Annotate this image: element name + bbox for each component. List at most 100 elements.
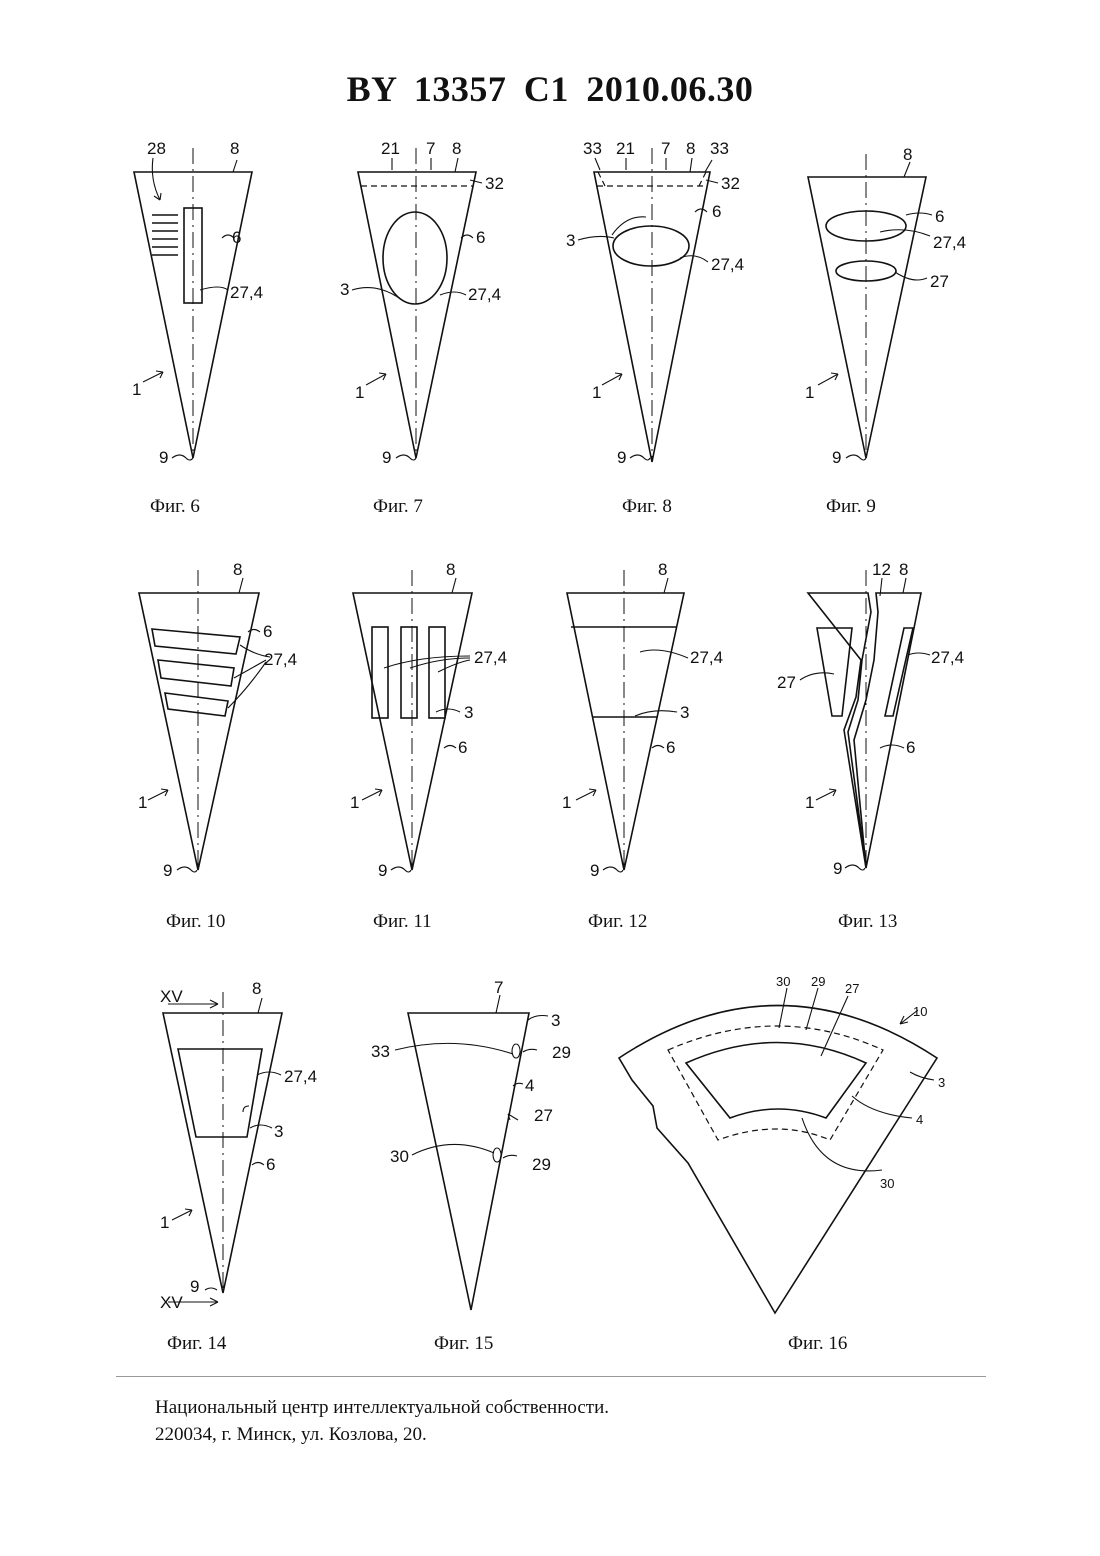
caption-fig-10: Фиг. 10 [166, 911, 225, 933]
fig7-label: 7 [426, 139, 435, 158]
footer-line-1: Национальный центр интеллектуальной собс… [155, 1394, 609, 1421]
caption-fig-11: Фиг. 11 [373, 911, 432, 933]
caption-fig-15: Фиг. 15 [434, 1333, 493, 1355]
fig6-label: 9 [159, 448, 168, 467]
fig7-label: 6 [476, 228, 485, 247]
fig9-label: 8 [903, 145, 912, 164]
caption-fig-12: Фиг. 12 [588, 911, 647, 933]
fig14-label: XV [160, 987, 183, 1006]
fig9-label: 6 [935, 207, 944, 226]
fig14-label: 8 [252, 979, 261, 998]
fig16-label: 30 [880, 1176, 894, 1191]
fig9-label: 27,4 [933, 233, 966, 252]
caption-fig-7: Фиг. 7 [373, 496, 423, 518]
fig15-label: 33 [371, 1042, 390, 1061]
fig8-label: 7 [661, 139, 670, 158]
fig12-label: 3 [680, 703, 689, 722]
fig8-label: 8 [686, 139, 695, 158]
fig11-label: 6 [458, 738, 467, 757]
footer: Национальный центр интеллектуальной собс… [155, 1394, 609, 1448]
fig10-label: 1 [138, 793, 147, 812]
fig12-label: 1 [562, 793, 571, 812]
fig7-label: 27,4 [468, 285, 501, 304]
fig15-label: 29 [552, 1043, 571, 1062]
fig14-label: 6 [266, 1155, 275, 1174]
fig8-label: 3 [566, 231, 575, 250]
fig14-label: 3 [274, 1122, 283, 1141]
fig16-label: 3 [938, 1075, 945, 1090]
fig11-label: 8 [446, 560, 455, 579]
figure-8: 33 21 7 8 33 32 6 3 27,4 1 9 [566, 139, 744, 467]
figure-13: 12 8 27 27,4 6 1 9 [777, 560, 964, 878]
caption-fig-9: Фиг. 9 [826, 496, 876, 518]
fig13-label: 12 [872, 560, 891, 579]
footer-divider [116, 1376, 986, 1377]
figure-6: 28 8 6 27,4 1 9 [132, 139, 263, 467]
fig6-label: 27,4 [230, 283, 263, 302]
fig6-label: 8 [230, 139, 239, 158]
caption-fig-13: Фиг. 13 [838, 911, 897, 933]
fig9-label: 1 [805, 383, 814, 402]
fig11-label: 3 [464, 703, 473, 722]
footer-line-2: 220034, г. Минск, ул. Козлова, 20. [155, 1421, 609, 1448]
fig13-label: 8 [899, 560, 908, 579]
figure-11: 8 27,4 3 6 1 9 [350, 560, 507, 880]
fig7-label: 3 [340, 280, 349, 299]
fig7-label: 32 [485, 174, 504, 193]
fig8-label: 6 [712, 202, 721, 221]
fig13-label: 1 [805, 793, 814, 812]
fig16-label: 29 [811, 974, 825, 989]
fig12-label: 27,4 [690, 648, 723, 667]
fig7-label: 21 [381, 139, 400, 158]
fig16-label: 10 [913, 1004, 927, 1019]
fig14-label: 27,4 [284, 1067, 317, 1086]
fig13-label: 6 [906, 738, 915, 757]
fig16-label: 27 [845, 981, 859, 996]
figure-15: 7 3 33 29 4 27 30 29 [371, 978, 571, 1310]
fig13-label: 27,4 [931, 648, 964, 667]
fig12-label: 6 [666, 738, 675, 757]
fig8-label: 1 [592, 383, 601, 402]
fig6-label: 28 [147, 139, 166, 158]
fig8-label: 9 [617, 448, 626, 467]
fig16-label: 4 [916, 1112, 923, 1127]
fig11-label: 9 [378, 861, 387, 880]
fig15-label: 7 [494, 978, 503, 997]
caption-fig-14: Фиг. 14 [167, 1333, 226, 1355]
fig12-label: 8 [658, 560, 667, 579]
fig8-label: 27,4 [711, 255, 744, 274]
fig15-label: 4 [525, 1076, 534, 1095]
fig10-label: 9 [163, 861, 172, 880]
figure-7: 21 7 8 32 6 3 27,4 1 9 [340, 139, 504, 467]
fig15-label: 29 [532, 1155, 551, 1174]
fig13-label: 9 [833, 859, 842, 878]
fig11-label: 1 [350, 793, 359, 812]
fig11-label: 27,4 [474, 648, 507, 667]
fig8-label: 33 [710, 139, 729, 158]
caption-fig-6: Фиг. 6 [150, 496, 200, 518]
fig9-label: 9 [832, 448, 841, 467]
fig8-label: 33 [583, 139, 602, 158]
fig8-label: 21 [616, 139, 635, 158]
fig7-label: 8 [452, 139, 461, 158]
fig7-label: 1 [355, 383, 364, 402]
fig6-label: 6 [232, 228, 241, 247]
caption-fig-8: Фиг. 8 [622, 496, 672, 518]
fig12-label: 9 [590, 861, 599, 880]
fig6-label: 1 [132, 380, 141, 399]
fig14-label: 1 [160, 1213, 169, 1232]
fig10-label: 8 [233, 560, 242, 579]
caption-fig-16: Фиг. 16 [788, 1333, 847, 1355]
fig9-label: 27 [930, 272, 949, 291]
figure-12: 8 27,4 3 6 1 9 [562, 560, 723, 880]
fig13-label: 27 [777, 673, 796, 692]
figure-14: XV 8 27,4 3 6 1 9 XV [160, 979, 317, 1312]
fig14-label: 9 [190, 1277, 199, 1296]
fig15-label: 27 [534, 1106, 553, 1125]
figure-10: 8 6 27,4 1 9 [138, 560, 297, 880]
figure-16: 30 29 27 10 3 4 30 [619, 974, 945, 1313]
fig14-label: XV [160, 1293, 183, 1312]
fig10-label: 6 [263, 622, 272, 641]
fig10-label: 27,4 [264, 650, 297, 669]
